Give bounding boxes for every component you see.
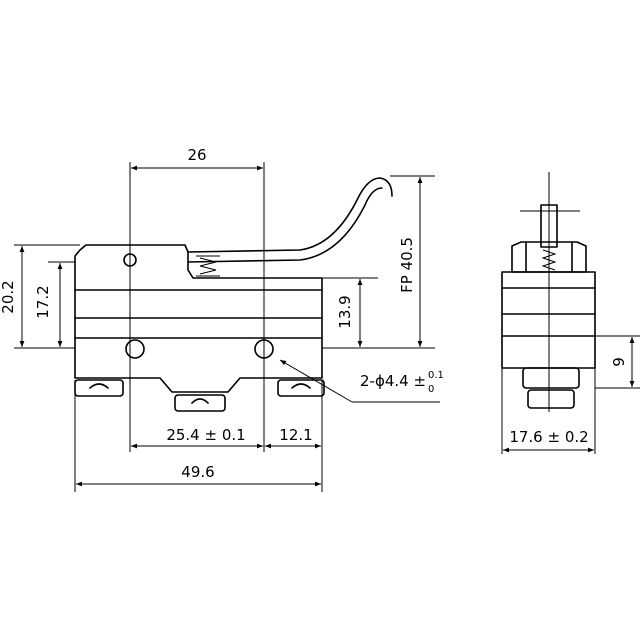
dim-height-left-inner: 17.2 <box>34 285 52 318</box>
terminal-middle <box>174 394 226 412</box>
side-dimension-lines <box>501 172 640 454</box>
side-terminal-1 <box>522 367 580 389</box>
dim-hole-tol-lower: 0 <box>428 384 434 395</box>
terminal-left <box>74 379 124 397</box>
dim-hole-spec: 2-ϕ4.4 ± <box>360 372 426 390</box>
hinge-lever <box>187 177 393 253</box>
dim-hole-tol-upper: 0.1 <box>428 370 444 381</box>
dim-overall-length: 49.6 <box>181 463 214 481</box>
dim-height-left-outer: 20.2 <box>0 280 17 313</box>
front-view <box>74 177 393 412</box>
dim-side-width: 17.6 ± 0.2 <box>509 428 588 446</box>
dim-hole-spacing: 25.4 ± 0.1 <box>166 426 245 444</box>
dim-side-height: 9 <box>610 357 628 367</box>
hinge-lever-lower <box>187 187 383 263</box>
dimension-lines <box>19 165 440 487</box>
side-terminal-2 <box>527 389 575 409</box>
mounting-hole-left <box>125 339 145 359</box>
extension-lines <box>14 162 435 492</box>
lever-spring <box>196 255 220 277</box>
dim-top-width: 26 <box>187 146 206 164</box>
dim-hole-to-edge: 12.1 <box>279 426 312 444</box>
switch-body <box>74 244 323 393</box>
dim-height-mid: 13.9 <box>336 295 354 328</box>
dim-free-position: FP 40.5 <box>398 237 416 293</box>
terminal-right <box>277 379 325 397</box>
